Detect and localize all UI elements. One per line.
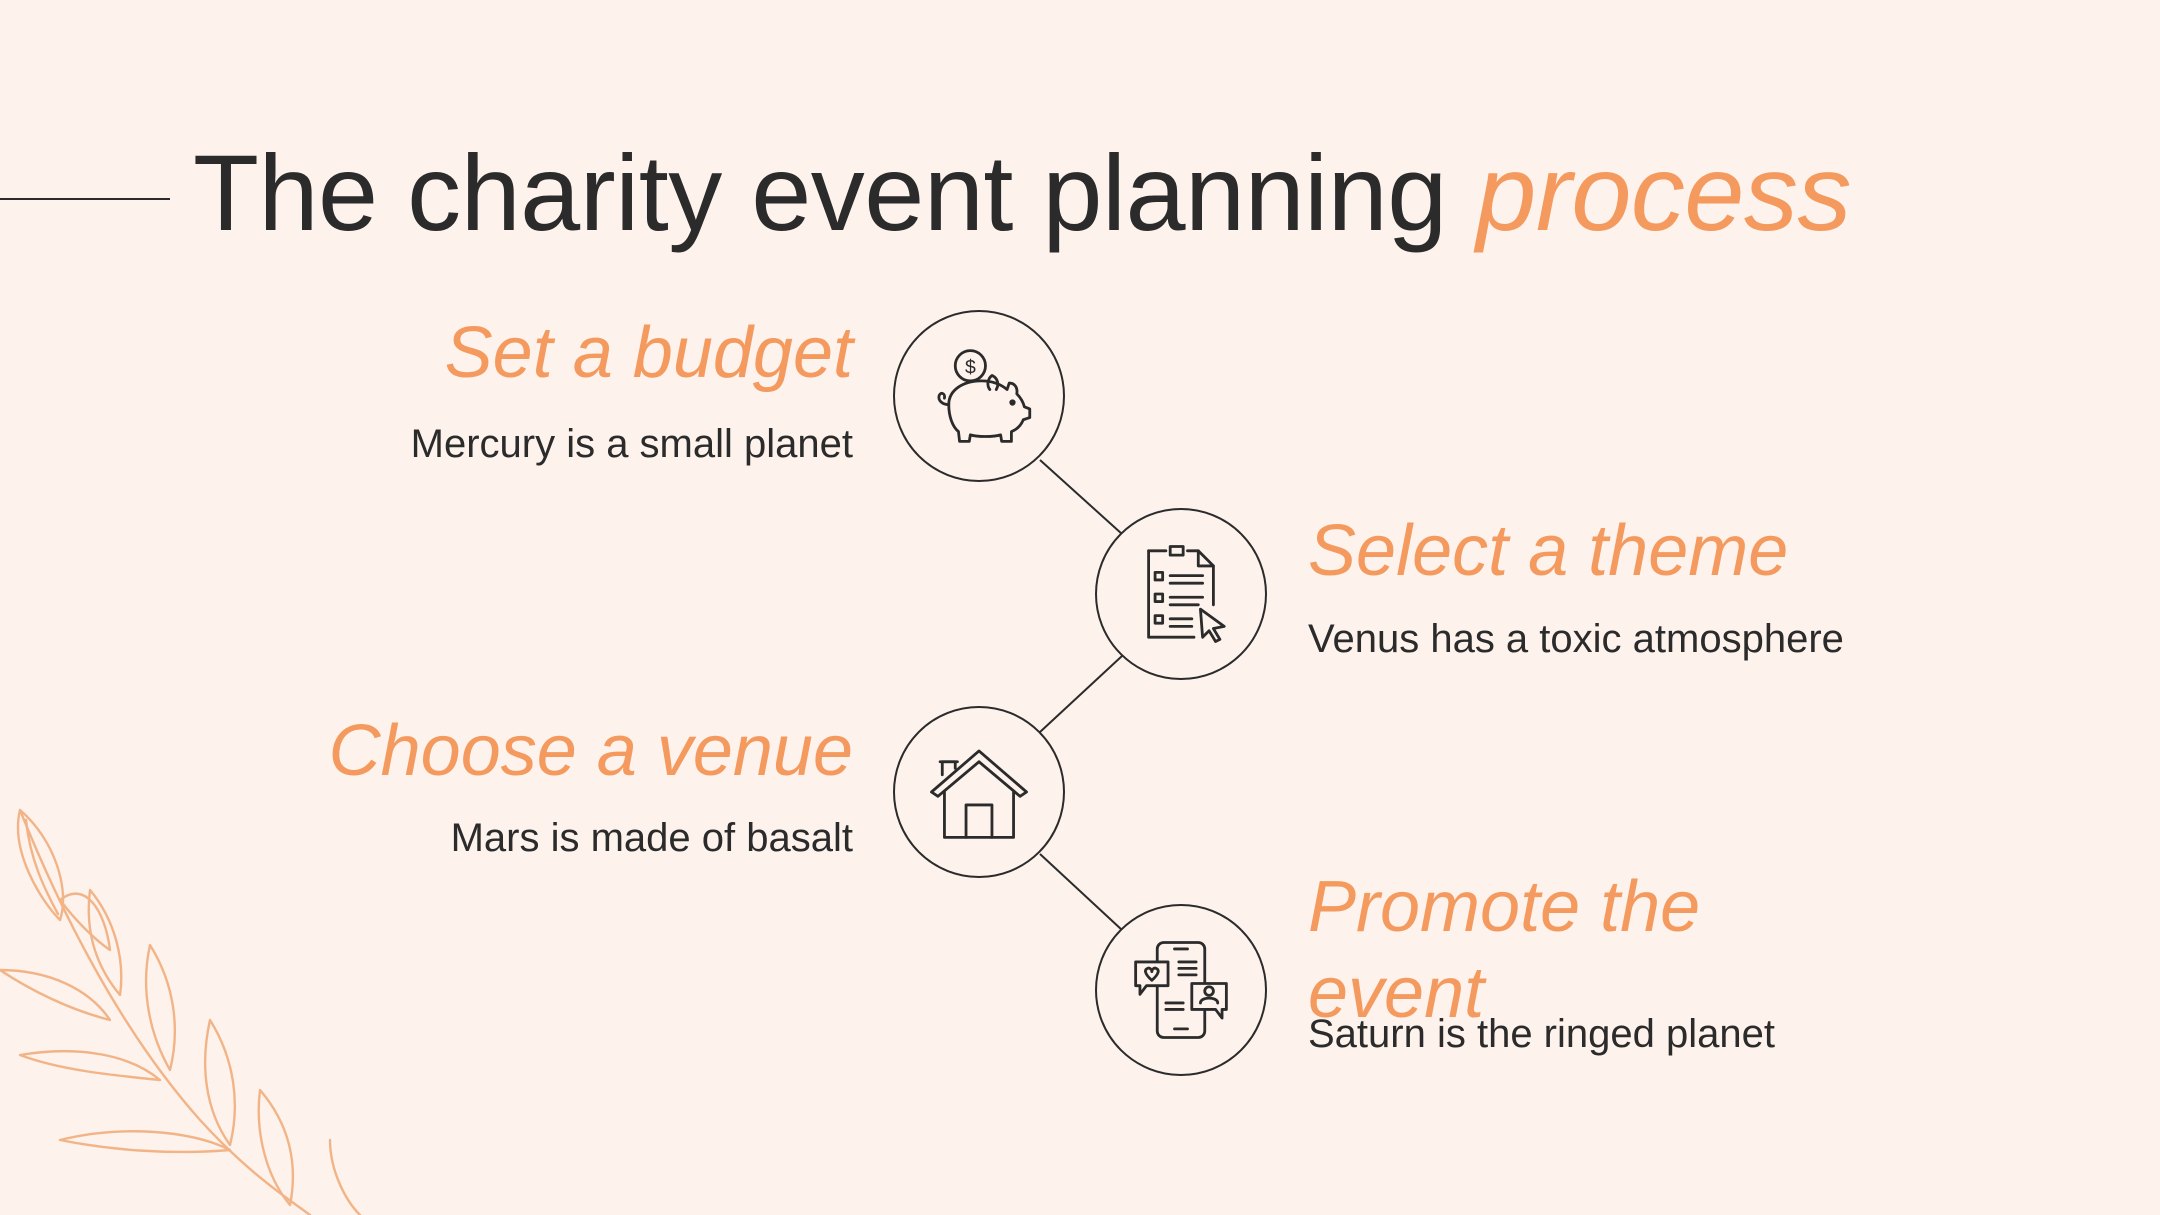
social-phone-icon [1134,941,1228,1039]
connector-3 [1039,853,1123,931]
title-accent: process [1476,132,1851,253]
step-1-desc: Mercury is a small planet [410,422,853,466]
step-3-desc: Mars is made of basalt [450,816,853,860]
step-2-title: Select a theme [1308,511,1789,591]
step-1-circle: $ [893,310,1065,482]
piggy-bank-icon: $ [937,349,1032,443]
step-2-circle [1095,508,1267,680]
decorative-leaf-branch [0,808,362,1215]
step-4-title: Promote the event [1308,867,1701,1034]
step-2-desc: Venus has a toxic atmosphere [1308,617,1844,661]
page-title: The charity event planning process [193,128,1851,258]
checklist-icon [1147,545,1226,643]
step-1-title: Set a budget [444,313,853,393]
title-rule [0,198,170,200]
step-3-circle [893,706,1065,878]
svg-text:$: $ [965,356,976,378]
step-4-desc: Saturn is the ringed planet [1308,1012,1775,1056]
connector-1 [1039,459,1123,535]
step-4-circle [1095,904,1267,1076]
step-3-title: Choose a venue [328,711,853,791]
title-main: The charity event planning [193,132,1477,253]
connector-2 [1039,655,1123,733]
house-icon [930,749,1028,839]
